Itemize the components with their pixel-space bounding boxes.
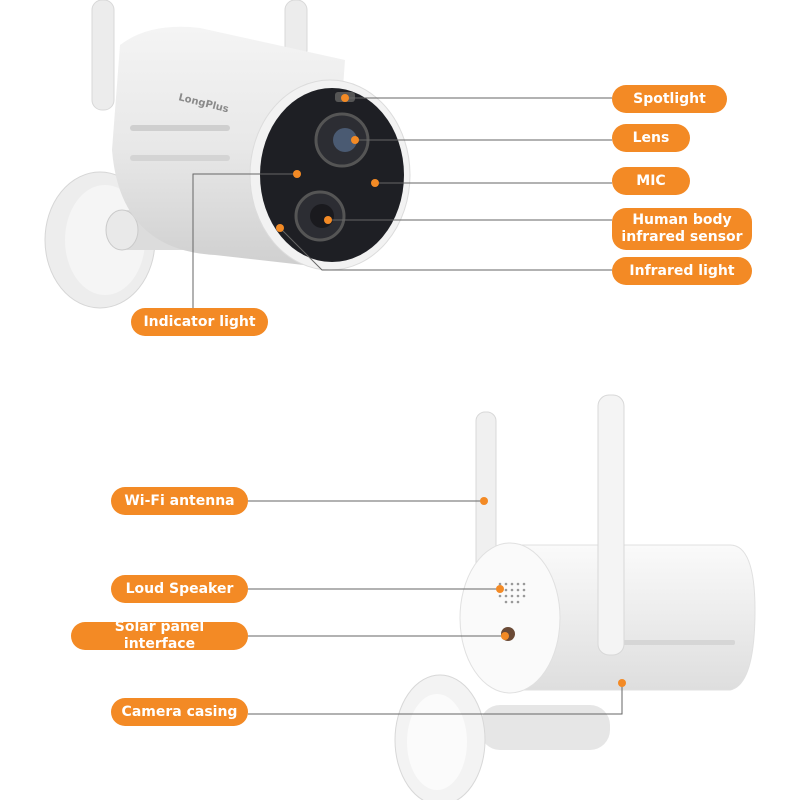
label-spotlight: Spotlight [612, 85, 727, 113]
label-indicator-light: Indicator light [131, 308, 268, 336]
label-loud-speaker: Loud Speaker [111, 575, 248, 603]
label-camera-casing: Camera casing [111, 698, 248, 726]
label-line: Human body [632, 212, 732, 228]
label-human-body-infrared-sensor: Human body infrared sensor [612, 208, 752, 250]
label-line: infrared sensor [621, 229, 743, 245]
front-camera: LongPlus [44, 0, 411, 309]
callout-dots [276, 94, 626, 687]
leader-lines [192, 97, 623, 715]
rear-camera [394, 394, 756, 800]
label-lens: Lens [612, 124, 690, 152]
label-wifi-antenna: Wi-Fi antenna [111, 487, 248, 515]
label-infrared-light: Infrared light [612, 257, 752, 285]
label-solar-panel-interface: Solar panel interface [71, 619, 248, 652]
label-mic: MIC [612, 167, 690, 195]
